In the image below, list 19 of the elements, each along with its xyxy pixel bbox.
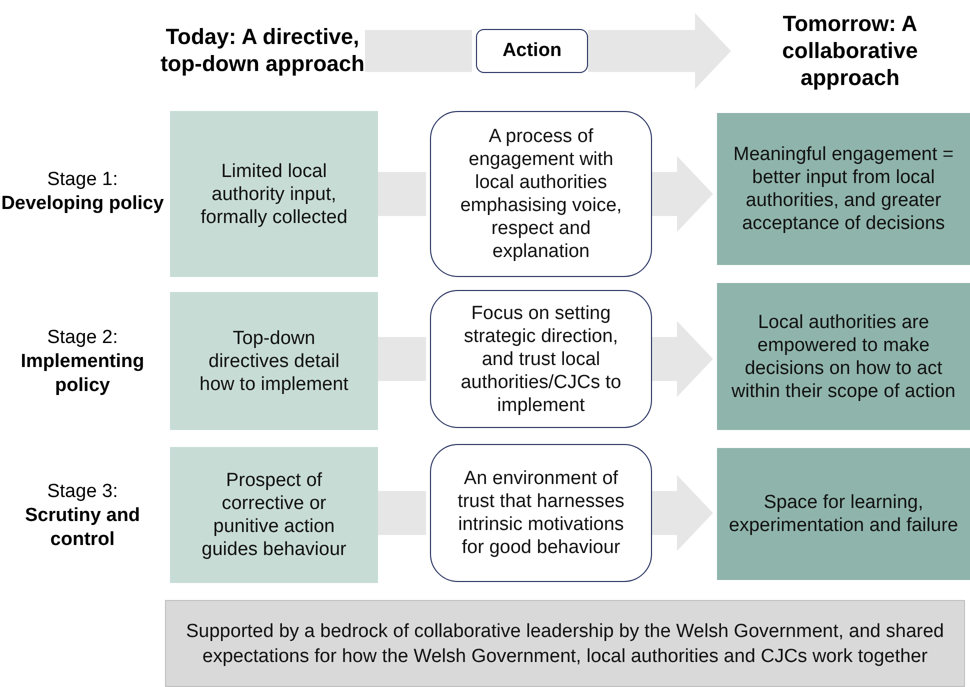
stage-label: Stage 3: Scrutiny and control — [24, 480, 142, 552]
column-heading: Today: A directive, top-down approach — [160, 4, 365, 96]
action-box: Action — [476, 29, 588, 73]
foundation-banner: Supported by a bedrock of collaborative leadership by the Welsh Government, and shared expectations for how the Welsh Government, local authorities and CJCs work together — [165, 600, 965, 687]
stage-label: Stage 2: Implementing policy — [20, 326, 146, 398]
future-state-box: Space for learning, experimentation and failure — [717, 448, 970, 580]
arrow — [588, 13, 731, 89]
action-box: An environment of trust that harnesses intrinsic motivations for good behaviour — [430, 444, 652, 582]
stage-label: Stage 1: Developing policy — [1, 168, 164, 216]
arrow — [652, 475, 713, 551]
future-state-box: Local authorities are empowered to make decisions on how to act within their scope of action — [717, 283, 970, 430]
future-state-box: Meaningful engagement = better input from local authorities, and greater acceptance of decisions — [717, 113, 970, 265]
column-heading: Tomorrow: A collaborative approach — [735, 4, 965, 96]
arrow — [652, 321, 713, 397]
current-state-box: Limited local authority input, formally collected — [170, 111, 378, 277]
current-state-box: Prospect of corrective or punitive action guides behaviour — [170, 447, 378, 583]
current-state-box: Top-down directives detail how to implement — [170, 292, 378, 430]
action-box: A process of engagement with local authorities emphasising voice, respect and explanation — [430, 111, 652, 277]
action-box: Focus on setting strategic direction, and trust local authorities/CJCs to implement — [430, 290, 652, 428]
